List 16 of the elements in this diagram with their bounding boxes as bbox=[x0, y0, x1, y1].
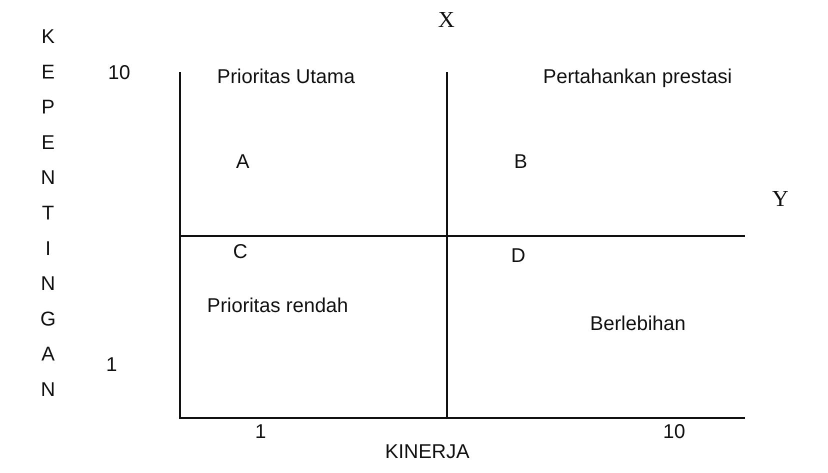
quadrant-letter: C bbox=[233, 240, 248, 264]
scale-value: 1 bbox=[255, 420, 266, 444]
scale-value: 10 bbox=[663, 420, 686, 444]
quadrant-title: Prioritas rendah bbox=[207, 294, 348, 318]
quadrant-letter: D bbox=[511, 244, 526, 268]
axis-title: KEPENTINGAN bbox=[38, 26, 58, 414]
axis-letter: Y bbox=[772, 187, 789, 211]
scale-value: 10 bbox=[108, 61, 130, 85]
axis-title: KINERJA bbox=[385, 440, 470, 464]
quadrant-title: Pertahankan prestasi bbox=[543, 65, 732, 89]
quadrant-title: Berlebihan bbox=[590, 312, 686, 336]
quadrant-title: Prioritas Utama bbox=[217, 65, 355, 89]
quadrant-letter: B bbox=[514, 150, 528, 174]
quadrant-letter: A bbox=[236, 150, 250, 174]
axis-letter: X bbox=[438, 8, 455, 32]
scale-value: 1 bbox=[106, 353, 118, 377]
